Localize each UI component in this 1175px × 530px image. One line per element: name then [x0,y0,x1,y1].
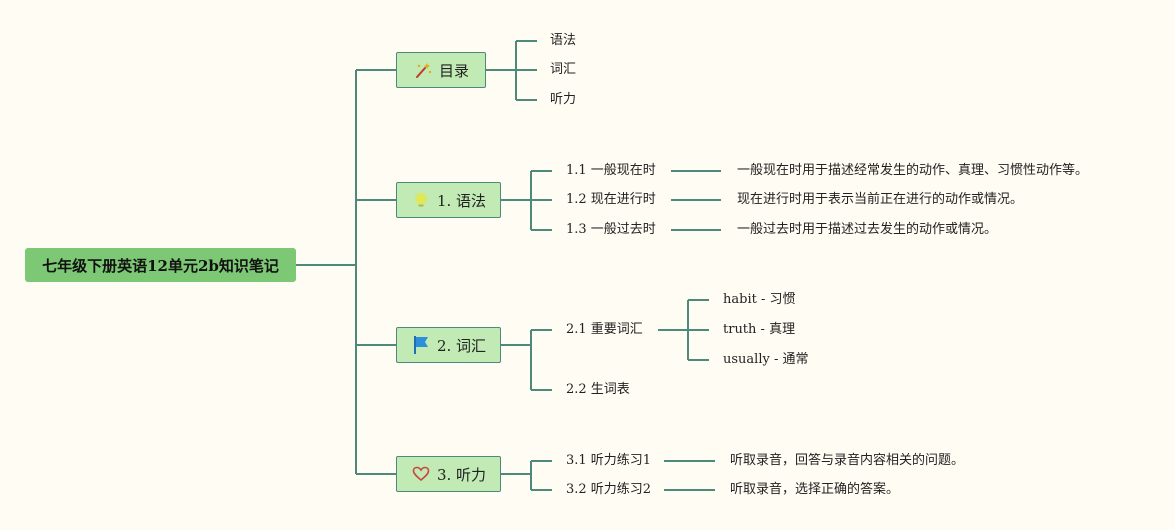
root-topic[interactable]: 七年级下册英语12单元2b知识笔记 [25,248,296,282]
listening-item-2[interactable]: 3.2 听力练习2 [566,482,652,497]
branch-grammar[interactable]: 1. 语法 [396,182,501,218]
grammar-desc-3[interactable]: 一般过去时用于描述过去发生的动作或情况。 [737,222,998,237]
vocab-important[interactable]: 2.1 重要词汇 [566,322,643,337]
branch-vocab[interactable]: 2. 词汇 [396,327,501,363]
grammar-item-2[interactable]: 1.2 现在进行时 [566,192,656,207]
grammar-desc-2[interactable]: 现在进行时用于表示当前正在进行的动作或情况。 [737,192,1024,207]
flag-icon [411,335,431,355]
listening-desc-2[interactable]: 听取录音，选择正确的答案。 [730,482,900,497]
toc-item-vocab[interactable]: 词汇 [550,62,577,77]
toc-item-grammar[interactable]: 语法 [550,33,577,48]
listening-item-1[interactable]: 3.1 听力练习1 [566,453,652,468]
vocab-word-3[interactable]: usually - 通常 [723,352,809,367]
magic-wand-icon [413,60,433,80]
vocab-new-words[interactable]: 2.2 生词表 [566,382,630,397]
branch-toc-label: 目录 [438,61,469,80]
branch-vocab-label: 2. 词汇 [436,336,487,355]
vocab-word-2[interactable]: truth - 真理 [723,322,796,337]
grammar-item-3[interactable]: 1.3 一般过去时 [566,222,656,237]
branch-listening[interactable]: 3. 听力 [396,456,501,492]
lightbulb-icon [411,190,431,210]
toc-item-listening[interactable]: 听力 [550,92,577,107]
listening-desc-1[interactable]: 听取录音，回答与录音内容相关的问题。 [730,453,965,468]
grammar-item-1[interactable]: 1.1 一般现在时 [566,163,656,178]
heart-icon [411,464,431,484]
branch-toc[interactable]: 目录 [396,52,486,88]
branch-listening-label: 3. 听力 [436,465,487,484]
vocab-word-1[interactable]: habit - 习惯 [723,292,796,307]
branch-grammar-label: 1. 语法 [436,191,487,210]
grammar-desc-1[interactable]: 一般现在时用于描述经常发生的动作、真理、习惯性动作等。 [737,163,1089,178]
root-title: 七年级下册英语12单元2b知识笔记 [42,256,279,275]
